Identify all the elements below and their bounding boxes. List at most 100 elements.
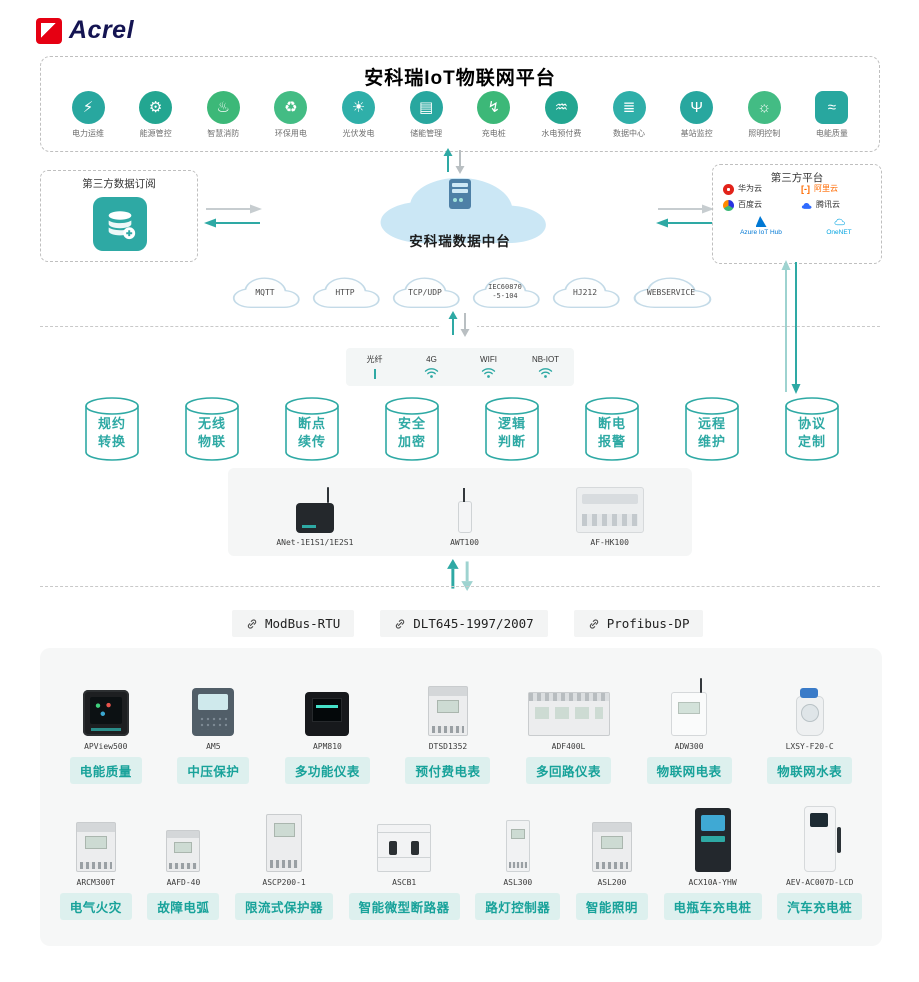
platform-title: 安科瑞IoT物联网平台 [364,68,556,89]
wifi-icon [538,367,553,379]
device-category-chip: 电能质量 [69,757,142,784]
wifi-icon [481,367,496,379]
tencent-cloud-icon [801,200,812,211]
vendor-item: Azure IoT Hub [723,216,799,236]
azure-iot-hub-icon [755,216,767,227]
device-picture [305,670,350,736]
protocol-cloud: IEC60870 -5-104 [468,272,542,314]
protocol-label: TCP/UDP [408,288,442,297]
protocol-chip-label: Profibus-DP [606,616,690,631]
fiber-icon [373,368,376,380]
data-center-icon: ≣ [612,91,646,124]
lighting-control-icon: ☼ [747,91,781,124]
capability-label: 远程 维护 [697,416,726,449]
device-image [505,820,530,872]
capability-label: 安全 加密 [397,416,426,449]
protocol-chip: DLT645-1997/2007 [380,610,548,637]
wifi-icon [424,367,439,379]
device-model: ADW300 [674,742,704,751]
device-model: ASL200 [597,878,627,887]
network-link: 4G [403,348,460,386]
gateway-item: AF-HK100 [575,467,644,547]
gateway-item: AWT100 [450,467,479,547]
platform-app-label: 智慧消防 [207,129,240,138]
sync-arrow-bottom-icon [437,558,483,597]
platform-app-label: 光伏发电 [342,129,375,138]
device-category-chip: 路灯控制器 [475,893,561,920]
capability-cylinder: 远程 维护 [684,396,740,462]
vendor-label: 阿里云 [814,184,838,194]
device-model: AEV-AC007D-LCD [785,878,854,887]
network-link: WIFI [460,348,517,386]
device-category-chip: 多功能仪表 [284,757,370,784]
device-picture [527,670,610,736]
device-cell: AAFD-40 故障电弧 [147,806,220,920]
exchange-arrows-left-icon [204,202,262,235]
power-quality-icon: ≈ [815,91,849,124]
device-category-chip: 智能照明 [575,893,648,920]
power-om-icon: ⚡ [71,91,105,124]
capability-label: 规约 转换 [97,416,126,449]
device-model: ASCP200-1 [262,878,306,887]
device-category-chip: 物联网电表 [646,757,732,784]
onenet-icon [834,216,845,227]
capability-cylinder: 逻辑 判断 [484,396,540,462]
device-category-chip: 限流式保护器 [235,893,334,920]
device-category-chip: 中压保护 [177,757,250,784]
capability-label: 断电 报警 [597,416,626,449]
device-category-chip: 多回路仪表 [526,757,612,784]
platform-app: ☼ 照明控制 [733,91,795,139]
device-picture [377,806,432,872]
protocol-label: IEC60870 -5-104 [488,283,522,300]
divider-2 [40,586,880,587]
device-cell: ASCP200-1 限流式保护器 [235,806,334,920]
device-image [575,487,644,533]
vendor-label: 华为云 [738,184,762,194]
device-model: APM810 [312,742,342,751]
platform-app-label: 照明控制 [748,129,781,138]
platform-app: ↯ 充电桩 [463,91,525,139]
platform-app-label: 储能管理 [410,129,443,138]
device-model: ASL300 [503,878,533,887]
cloud-shape-icon [380,177,546,244]
alibaba-cloud-icon: [-] [801,183,810,194]
gateway-device [457,467,472,533]
network-link: 光纤 [346,348,403,386]
vendor-label: 百度云 [738,200,762,210]
capability-cylinder: 无线 物联 [184,396,240,462]
device-image [527,692,610,736]
device-picture [82,670,129,736]
data-hub-label: 安科瑞数据中台 [409,234,511,249]
platform-app-label: 水电预付费 [541,129,582,138]
device-model: ARCM300T [76,878,116,887]
device-cell: APM810 多功能仪表 [284,670,370,784]
protocol-chip-label: DLT645-1997/2007 [413,616,534,631]
device-model: APView500 [84,742,128,751]
device-cell: ADW300 物联网电表 [646,670,732,784]
energy-storage-icon: ▤ [409,91,443,124]
capability-cylinder: 断电 报警 [584,396,640,462]
capability-label: 无线 物联 [197,416,226,449]
capabilities-row: 规约 转换无线 物联断点 续传安全 加密逻辑 判断断电 报警远程 维护协议 定制 [84,396,840,462]
ev-charging-icon: ↯ [477,91,511,124]
device-model: AAFD-40 [166,878,201,887]
capability-cylinder: 安全 加密 [384,396,440,462]
device-category-chip: 汽车充电桩 [777,893,863,920]
device-picture [591,806,632,872]
device-picture [505,806,530,872]
data-hub-cloud: 安科瑞数据中台 [366,164,554,258]
link-icon [394,618,406,630]
device-category-chip: 故障电弧 [147,893,220,920]
device-image [75,822,116,872]
acrel-logo: Acrel [36,16,134,45]
platform-app-label: 电力运维 [72,129,104,138]
device-cell: ASL300 路灯控制器 [475,806,561,920]
acrel-logo-text: Acrel [69,16,135,44]
platform-app-label: 充电桩 [481,129,506,138]
prepaid-utility-icon: ♒ [544,91,578,124]
network-link-label: 4G [426,355,437,364]
